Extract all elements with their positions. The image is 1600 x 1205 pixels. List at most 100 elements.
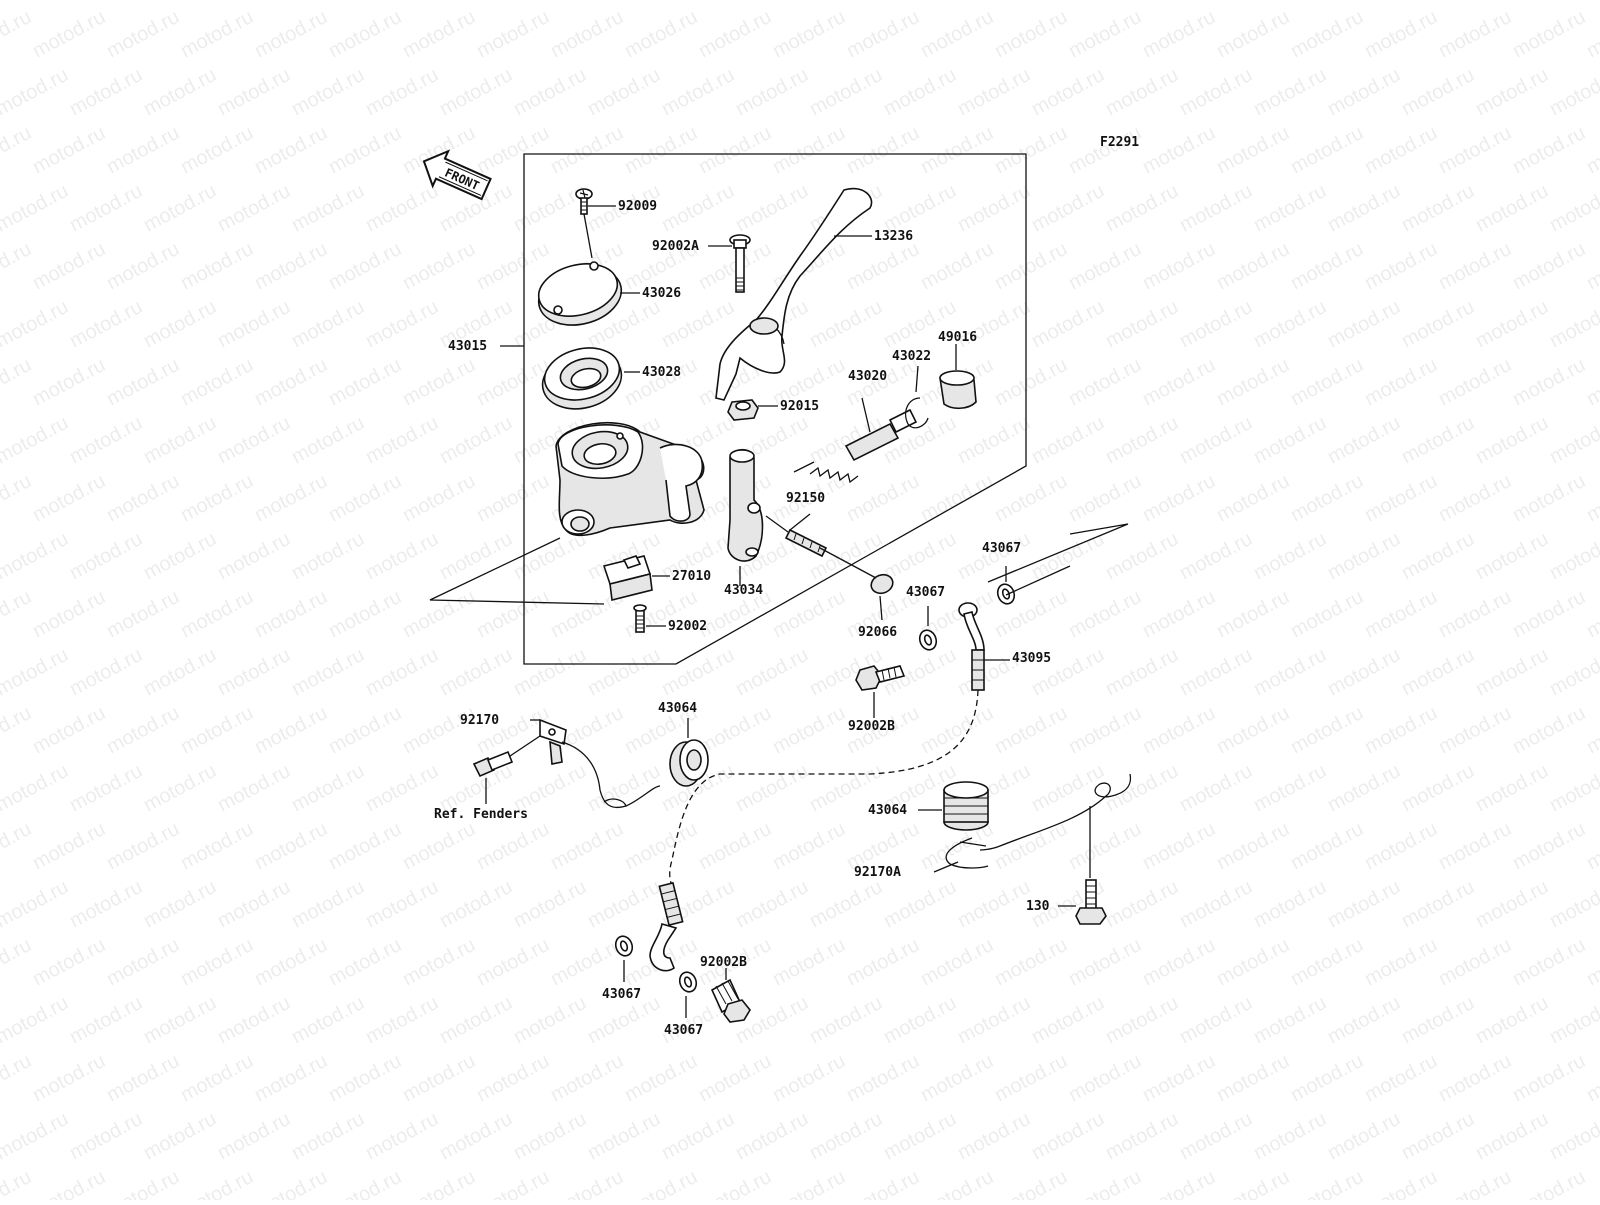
watermark-text: motod.ru <box>1213 1050 1293 1106</box>
watermark-text: motod.ru <box>806 1108 886 1164</box>
watermark-text: motod.ru <box>1102 64 1182 120</box>
watermark-text: motod.ru <box>29 702 109 758</box>
watermark-text: motod.ru <box>1324 992 1404 1048</box>
clamp-43034 <box>727 448 764 586</box>
bracket-92170A <box>933 773 1132 873</box>
watermark-text: motod.ru <box>1472 180 1552 236</box>
watermark-text: motod.ru <box>917 6 997 62</box>
watermark-text: motod.ru <box>1583 6 1600 62</box>
watermark-text: motod.ru <box>1546 180 1600 236</box>
watermark-text: motod.ru <box>1213 122 1293 178</box>
watermark-text: motod.ru <box>584 876 664 932</box>
watermark-text: motod.ru <box>1250 1108 1330 1164</box>
watermark-text: motod.ru <box>695 818 775 874</box>
watermark-text: motod.ru <box>1435 238 1515 294</box>
watermark-text: motod.ru <box>1139 586 1219 642</box>
watermark-text: motod.ru <box>1213 238 1293 294</box>
watermark-text: motod.ru <box>1546 412 1600 468</box>
watermark-text: motod.ru <box>843 1050 923 1106</box>
label-43067-d: 43067 <box>664 1023 703 1038</box>
watermark-text: motod.ru <box>880 64 960 120</box>
watermark-text: motod.ru <box>547 1050 627 1106</box>
watermark-text: motod.ru <box>1361 354 1441 410</box>
watermark-text: motod.ru <box>1139 1166 1219 1200</box>
watermark-text: motod.ru <box>140 760 220 816</box>
watermark-text: motod.ru <box>436 528 516 584</box>
watermark-text: motod.ru <box>1361 586 1441 642</box>
watermark-text: motod.ru <box>29 586 109 642</box>
watermark-text: motod.ru <box>1176 180 1256 236</box>
watermark-text: motod.ru <box>510 64 590 120</box>
watermark-text: motod.ru <box>510 992 590 1048</box>
watermark-text: motod.ru <box>325 1166 405 1200</box>
nut-92015 <box>727 399 778 421</box>
bolt-92002B-bottom <box>710 968 751 1023</box>
watermark-text: motod.ru <box>1398 1108 1478 1164</box>
watermark-text: motod.ru <box>1472 64 1552 120</box>
watermark-text: motod.ru <box>399 6 479 62</box>
watermark-text: motod.ru <box>473 470 553 526</box>
watermark-text: motod.ru <box>1065 238 1145 294</box>
bracket-92170 <box>530 718 661 809</box>
watermark-text: motod.ru <box>843 1166 923 1200</box>
watermark-text: motod.ru <box>436 1108 516 1164</box>
watermark-text: motod.ru <box>140 296 220 352</box>
watermark-text: motod.ru <box>732 0 812 4</box>
watermark-text: motod.ru <box>1102 992 1182 1048</box>
watermark-text: motod.ru <box>1250 64 1330 120</box>
watermark-text: motod.ru <box>621 1050 701 1106</box>
watermark-text: motod.ru <box>1509 934 1589 990</box>
watermark-text: motod.ru <box>399 470 479 526</box>
watermark-text: motod.ru <box>1361 238 1441 294</box>
watermark-text: motod.ru <box>177 934 257 990</box>
watermark-text: motod.ru <box>658 64 738 120</box>
watermark-text: motod.ru <box>695 122 775 178</box>
watermark-text: motod.ru <box>66 528 146 584</box>
watermark-text: motod.ru <box>1546 0 1600 4</box>
label-ref-fenders: Ref. Fenders <box>434 807 528 822</box>
watermark-text: motod.ru <box>510 876 590 932</box>
watermark-text: motod.ru <box>954 992 1034 1048</box>
watermark-text: motod.ru <box>0 818 35 874</box>
watermark-text: motod.ru <box>140 1108 220 1164</box>
watermark-text: motod.ru <box>621 6 701 62</box>
watermark-text: motod.ru <box>1250 180 1330 236</box>
watermark-text: motod.ru <box>917 934 997 990</box>
watermark-text: motod.ru <box>1028 0 1108 4</box>
watermark-text: motod.ru <box>399 238 479 294</box>
watermark-text: motod.ru <box>806 296 886 352</box>
watermark-text: motod.ru <box>806 64 886 120</box>
watermark-text: motod.ru <box>1287 818 1367 874</box>
watermark-text: motod.ru <box>325 702 405 758</box>
watermark-text: motod.ru <box>1213 702 1293 758</box>
watermark-text: motod.ru <box>436 992 516 1048</box>
watermark-text: motod.ru <box>991 934 1071 990</box>
watermark-text: motod.ru <box>1583 818 1600 874</box>
watermark-text: motod.ru <box>1472 412 1552 468</box>
label-27010: 27010 <box>672 569 711 584</box>
watermark-text: motod.ru <box>954 528 1034 584</box>
watermark-text: motod.ru <box>325 122 405 178</box>
watermark-text: motod.ru <box>325 586 405 642</box>
watermark-text: motod.ru <box>769 122 849 178</box>
watermark-text: motod.ru <box>177 818 257 874</box>
watermark-text: motod.ru <box>251 6 331 62</box>
watermark-text: motod.ru <box>1324 0 1404 4</box>
watermark-text: motod.ru <box>621 122 701 178</box>
pivot-bolt-92002A <box>708 234 751 293</box>
watermark-text: motod.ru <box>843 6 923 62</box>
watermark-text: motod.ru <box>991 702 1071 758</box>
watermark-text: motod.ru <box>288 1108 368 1164</box>
guide-line-mid <box>793 461 815 473</box>
watermark-text: motod.ru <box>1398 64 1478 120</box>
reservoir-cap-43026 <box>537 261 640 326</box>
watermark-text: motod.ru <box>843 122 923 178</box>
watermark-text: motod.ru <box>1065 354 1145 410</box>
watermark-text: motod.ru <box>66 0 146 4</box>
watermark-text: motod.ru <box>1139 122 1219 178</box>
washer-43067-d <box>678 971 698 1018</box>
watermark-text: motod.ru <box>1324 1108 1404 1164</box>
watermark-text: motod.ru <box>1361 6 1441 62</box>
watermark-text: motod.ru <box>103 122 183 178</box>
watermark-text: motod.ru <box>1176 644 1256 700</box>
